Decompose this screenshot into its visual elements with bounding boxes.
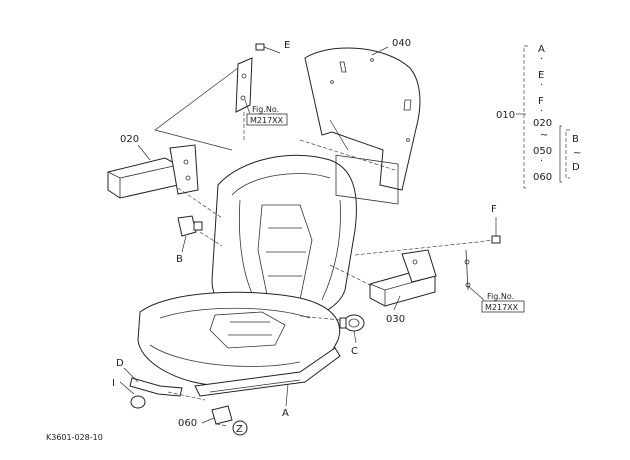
- legend-item-060: 060: [533, 172, 552, 183]
- svg-text:·: ·: [540, 80, 543, 91]
- armrest-020: [107, 144, 199, 199]
- legend-item-050: 050: [533, 146, 552, 157]
- svg-text:·: ·: [540, 54, 543, 65]
- legend-item-f: F: [538, 96, 544, 107]
- armrest-bracket-right: [464, 249, 471, 291]
- lever-assembly: [129, 377, 248, 436]
- armrest-bracket-left: [235, 57, 253, 113]
- label-i: I: [112, 378, 115, 389]
- knob-c: [339, 314, 365, 332]
- fig-ref-lower: Fig.No. M217XX: [481, 292, 525, 313]
- label-020: 020: [120, 134, 139, 145]
- label-z: Z: [236, 424, 243, 435]
- legend-group-tilde: ~: [573, 148, 581, 159]
- label-040: 040: [392, 38, 411, 49]
- drawing-id: K3601-028-10: [46, 433, 103, 442]
- fig-ref-upper-line1: Fig.No.: [252, 105, 279, 114]
- assembly-lines: [154, 67, 493, 427]
- fig-ref-upper: Fig.No. M217XX: [246, 105, 288, 126]
- svg-text:·: ·: [540, 156, 543, 167]
- fig-ref-upper-line2: M217XX: [250, 116, 284, 125]
- knob-b: [177, 215, 203, 237]
- label-e: E: [284, 40, 290, 51]
- label-f: F: [491, 204, 497, 215]
- legend-item-020: 020: [533, 118, 552, 129]
- label-c: C: [351, 346, 358, 357]
- legend-code: 010: [496, 110, 515, 121]
- legend-group-b: B: [572, 134, 579, 145]
- legend-item-e: E: [538, 70, 544, 81]
- bolt-f: [491, 217, 501, 244]
- svg-text:·: ·: [540, 106, 543, 117]
- legend-item-a: A: [538, 44, 545, 55]
- seat-cushion: [137, 291, 341, 387]
- label-d: D: [116, 358, 124, 369]
- seat-base: [194, 347, 341, 397]
- fig-ref-lower-line1: Fig.No.: [487, 292, 514, 301]
- fig-ref-lower-line2: M217XX: [485, 303, 519, 312]
- bolt-e: [255, 43, 281, 54]
- label-030: 030: [386, 314, 405, 325]
- legend-group-d: D: [572, 162, 580, 173]
- armrest-030: [369, 249, 437, 307]
- leader-lines: [119, 46, 485, 424]
- assembly-legend: 010 A · E · F · 020 ~ 050 · 060 B ~ D: [496, 44, 581, 189]
- backrest-cover-040: [304, 47, 421, 205]
- label-b: B: [176, 254, 183, 265]
- label-a: A: [282, 408, 289, 419]
- legend-tilde: ~: [540, 130, 548, 141]
- label-060: 060: [178, 418, 197, 429]
